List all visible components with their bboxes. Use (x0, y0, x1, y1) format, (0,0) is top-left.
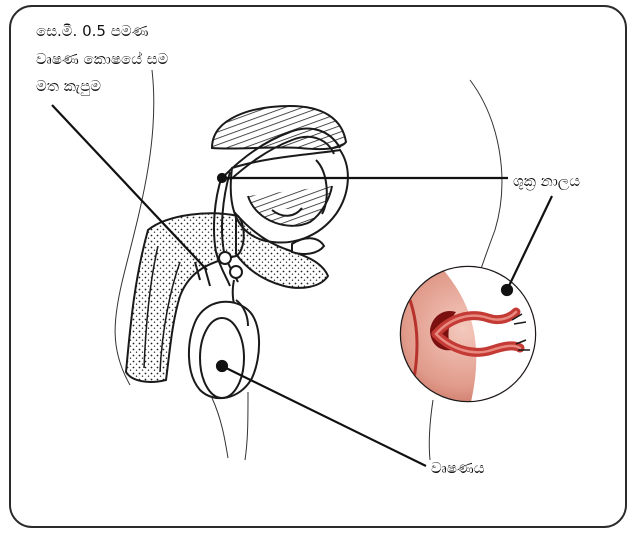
incision-label-line-3: මත කැපුම (36, 77, 101, 95)
incision-label-line-1: සෙ.මී. 0.5 පමණ (36, 22, 149, 40)
testis (189, 300, 259, 398)
testis-label: වෘෂණය (431, 459, 485, 477)
incision-label-line-2: වෘෂණ කොෂයේ සම (36, 50, 168, 68)
vas-deferens-label: ශුක්‍ර නාලය (513, 172, 580, 190)
magnified-inset (400, 266, 540, 406)
